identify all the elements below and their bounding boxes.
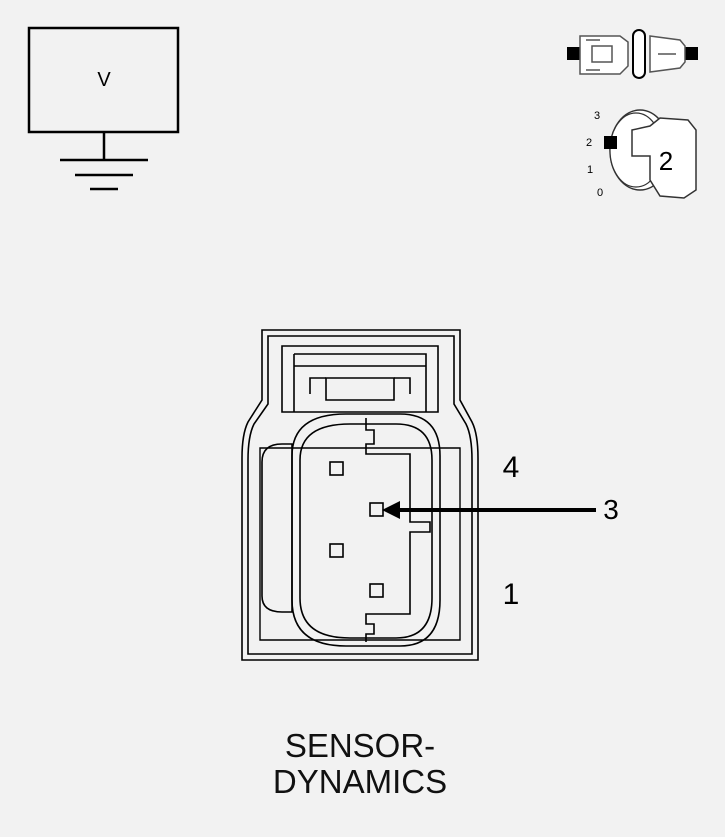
caption-line-1: SENSOR- — [284, 727, 436, 764]
pin-cavity — [329, 543, 344, 558]
pin-callout-arrow — [382, 501, 596, 519]
ignition-position-3: 3 — [594, 110, 600, 122]
ignition-position-1: 1 — [587, 164, 593, 176]
ignition-key-position: 2 — [659, 146, 673, 176]
ignition-position-0: 0 — [597, 187, 603, 199]
connector-housing-outer — [241, 329, 479, 661]
pin-callout-label: 3 — [603, 494, 619, 525]
ground-icon — [60, 132, 148, 191]
pin-label-top: 4 — [503, 451, 520, 484]
ignition-key — [631, 117, 697, 199]
voltmeter-symbol: V — [27, 26, 180, 191]
connector-disconnected-icon — [567, 29, 698, 79]
pin-cavity-3 — [369, 502, 384, 517]
connector-latch — [281, 345, 439, 413]
voltmeter-label: V — [97, 69, 111, 91]
pin-divider — [365, 418, 431, 642]
pin-label-bottom: 1 — [503, 578, 520, 611]
connector-caption: SENSOR- DYNAMICS — [200, 728, 520, 800]
caption-line-2: DYNAMICS — [272, 763, 448, 800]
pin-cavity — [369, 583, 384, 598]
pin-cavity-insert — [291, 413, 441, 647]
connector-face — [241, 329, 479, 661]
connector-key-rib — [261, 443, 293, 613]
ignition-position-2: 2 — [586, 137, 592, 149]
ignition-switch-icon: 3 2 1 0 2 — [586, 109, 697, 199]
connector-housing-inner — [247, 335, 473, 655]
pin-cavity — [329, 461, 344, 476]
